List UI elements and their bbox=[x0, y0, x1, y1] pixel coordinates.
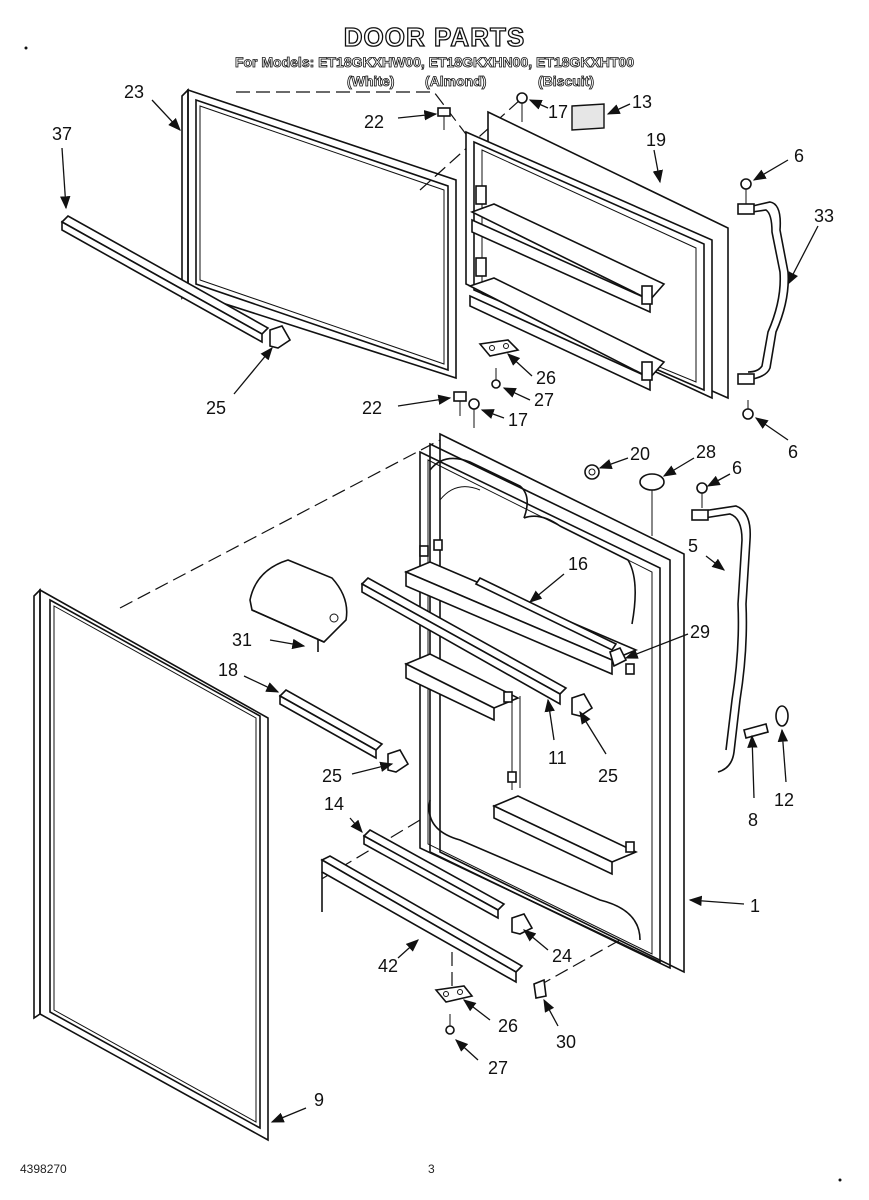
button-28 bbox=[639, 473, 665, 536]
screw-17-upper bbox=[516, 92, 528, 122]
handle-clip-12 bbox=[775, 705, 789, 727]
callout-14: 14 bbox=[324, 794, 344, 814]
callout-28: 28 bbox=[696, 442, 716, 462]
page-title: DOOR PARTS bbox=[343, 21, 526, 52]
screw-27-upper bbox=[491, 368, 501, 389]
callout-30: 30 bbox=[556, 1032, 576, 1052]
plug-20 bbox=[584, 464, 600, 480]
callout-26: 26 bbox=[536, 368, 556, 388]
callout-27: 27 bbox=[534, 390, 554, 410]
hinge-upper bbox=[478, 339, 520, 357]
fresh-food-door-gasket bbox=[33, 588, 269, 1142]
callout-37: 37 bbox=[52, 124, 72, 144]
model-list: For Models: ET18GKXHW00, ET18GKXHN00, ET… bbox=[234, 54, 635, 71]
end-cap-25b bbox=[387, 749, 410, 773]
plug-22-lower bbox=[453, 391, 467, 416]
callout-27b: 27 bbox=[488, 1058, 508, 1078]
screw-17-lower bbox=[468, 398, 480, 428]
callout-11: 11 bbox=[548, 748, 567, 768]
callout-12: 12 bbox=[774, 790, 794, 810]
color-label-white: (White) bbox=[347, 73, 395, 90]
page-number: 3 bbox=[428, 1162, 435, 1176]
screw-27-lower bbox=[445, 1014, 455, 1035]
color-label-biscuit: (Biscuit) bbox=[538, 73, 595, 90]
document-number: 4398270 bbox=[20, 1162, 67, 1176]
callout-22b: 22 bbox=[362, 398, 382, 418]
plug-22-upper bbox=[437, 107, 451, 130]
door-shelf-bar-42 bbox=[320, 855, 524, 984]
label-13 bbox=[571, 103, 605, 131]
door-shelf-bar-16 bbox=[474, 576, 618, 652]
callout-19: 19 bbox=[646, 130, 666, 150]
callout-18: 18 bbox=[218, 660, 238, 680]
speck-bottom-right bbox=[838, 1178, 842, 1182]
color-label-almond: (Almond) bbox=[425, 73, 487, 90]
callout-24: 24 bbox=[552, 946, 572, 966]
screw-6-lower bbox=[742, 400, 754, 420]
callout-6b: 6 bbox=[788, 442, 798, 462]
callout-9: 9 bbox=[314, 1090, 324, 1110]
end-cap-30 bbox=[533, 978, 547, 999]
freezer-door-liner bbox=[465, 110, 729, 400]
callout-8: 8 bbox=[748, 810, 758, 830]
door-shelf-bar-14 bbox=[362, 829, 506, 920]
freezer-door-gasket bbox=[181, 88, 457, 380]
callout-25c: 25 bbox=[598, 766, 618, 786]
callout-31: 31 bbox=[232, 630, 252, 650]
callout-29: 29 bbox=[690, 622, 710, 642]
callout-20: 20 bbox=[630, 444, 650, 464]
freezer-breaker-strip bbox=[60, 215, 270, 344]
handle-stud-8 bbox=[743, 723, 769, 739]
fresh-food-door-handle bbox=[691, 505, 752, 773]
callout-5: 5 bbox=[688, 536, 698, 556]
callout-23: 23 bbox=[124, 82, 144, 102]
alignment-lines-lower bbox=[119, 439, 621, 990]
callout-25: 25 bbox=[206, 398, 226, 418]
end-cap-24 bbox=[511, 913, 534, 935]
callout-17b: 17 bbox=[508, 410, 528, 430]
callout-17: 17 bbox=[548, 102, 568, 122]
hinge-lower-26 bbox=[434, 985, 474, 1003]
callout-1: 1 bbox=[750, 896, 760, 916]
end-cap-25a bbox=[269, 325, 292, 349]
callout-13: 13 bbox=[632, 92, 652, 112]
door-shelf-bar-18 bbox=[278, 689, 384, 760]
door-shelf-bar-11 bbox=[360, 577, 568, 706]
end-cap-29 bbox=[609, 646, 628, 668]
callout-16: 16 bbox=[568, 554, 588, 574]
callout-33: 33 bbox=[814, 206, 834, 226]
leader-lines bbox=[60, 99, 819, 1123]
screw-6-upper bbox=[740, 178, 752, 204]
callout-6c: 6 bbox=[732, 458, 742, 478]
freezer-door-handle bbox=[737, 201, 790, 385]
callout-25b: 25 bbox=[322, 766, 342, 786]
callout-22: 22 bbox=[364, 112, 384, 132]
callout-42: 42 bbox=[378, 956, 398, 976]
fresh-food-door-liner bbox=[403, 432, 685, 974]
callout-6: 6 bbox=[794, 146, 804, 166]
dairy-compartment bbox=[249, 559, 348, 652]
speck-top-left bbox=[24, 46, 28, 50]
callout-numbers: 23 37 22 17 13 19 6 33 25 26 27 22 17 6 … bbox=[52, 82, 834, 1110]
callout-26b: 26 bbox=[498, 1016, 518, 1036]
screw-6-mid bbox=[696, 482, 708, 508]
